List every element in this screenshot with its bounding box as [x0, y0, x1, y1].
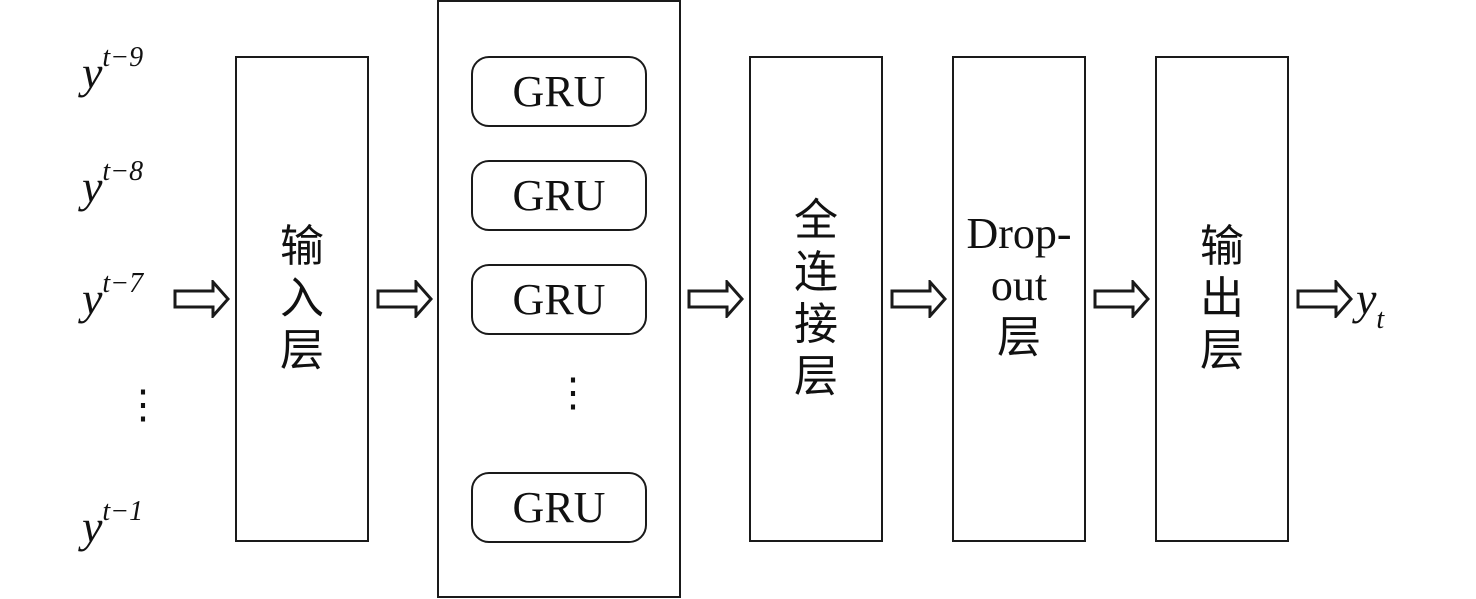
arrow-right-icon — [376, 280, 434, 318]
input-y-t-9: yt−9 — [82, 41, 144, 98]
dropout-layer: Drop- out 层 — [952, 56, 1086, 542]
arrow-shape — [890, 280, 948, 318]
arrow-shape — [173, 280, 231, 318]
output-layer: 输出层 — [1155, 56, 1289, 542]
input-ellipsis: ⋮ — [123, 382, 163, 427]
output-layer-label: 输出层 — [1199, 222, 1244, 375]
dropout-line: Drop- — [966, 209, 1072, 258]
arrow-shape — [376, 280, 434, 318]
input-layer-label: 输入层 — [279, 222, 324, 375]
arrow-shape — [1093, 280, 1151, 318]
dense-layer-label: 全连接层 — [793, 196, 838, 401]
dropout-layer-label: Drop- out 层 — [966, 208, 1071, 364]
gru-unit: GRU — [471, 264, 647, 335]
dense-layer: 全连接层 — [749, 56, 883, 542]
input-y-t-8: yt−8 — [82, 155, 144, 212]
arrow-right-icon — [890, 280, 948, 318]
dropout-line: 层 — [997, 313, 1041, 362]
input-y-t-7: yt−7 — [82, 267, 144, 324]
arrow-right-icon — [687, 280, 745, 318]
gru-unit: GRU — [471, 56, 647, 127]
arrow-shape — [1296, 280, 1354, 318]
gru-layer — [437, 0, 681, 598]
gru-unit: GRU — [471, 160, 647, 231]
arrow-shape — [687, 280, 745, 318]
arrow-right-icon — [173, 280, 231, 318]
output-y-t: yt — [1356, 273, 1385, 336]
arrow-right-icon — [1296, 280, 1354, 318]
arrow-right-icon — [1093, 280, 1151, 318]
dropout-line: out — [990, 261, 1048, 310]
gru-unit: GRU — [471, 472, 647, 543]
gru-ellipsis: ⋮ — [553, 370, 593, 415]
input-layer: 输入层 — [235, 56, 369, 542]
input-y-t-1: yt−1 — [82, 495, 144, 552]
